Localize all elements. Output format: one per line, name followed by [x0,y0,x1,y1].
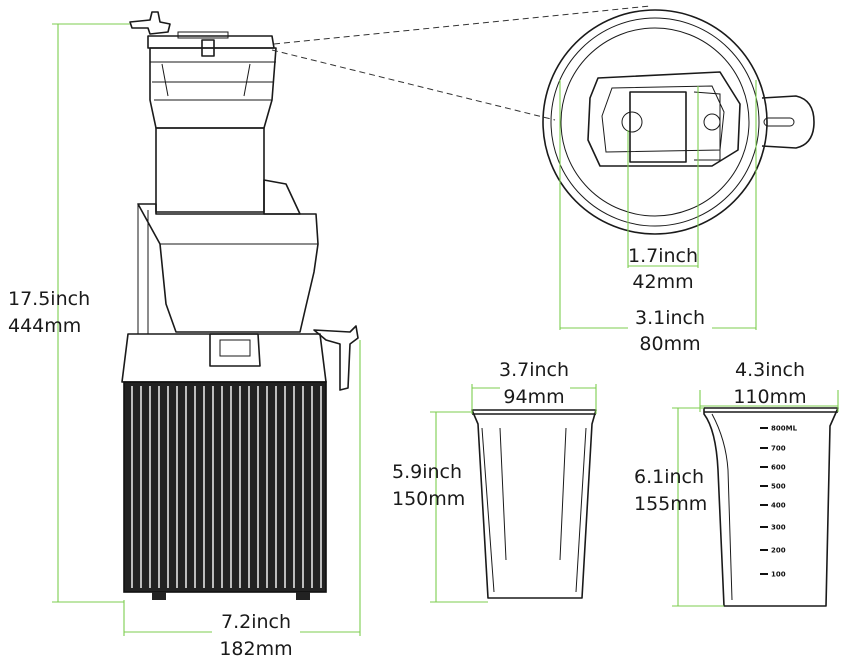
jug-scale-label: 200 [771,547,786,555]
jug-width-metric-label: 110mm [733,386,806,408]
jug-height-metric-label: 155mm [634,493,707,515]
cup-width-metric-label: 94mm [503,386,564,408]
chute-imperial-label: 1.7inch [628,245,698,267]
jug-scale-label: 400 [771,502,786,510]
cup-height-imperial-label: 5.9inch [392,461,462,483]
juicer-drawing [121,11,359,600]
height-imperial-label: 17.5inch [8,288,90,310]
jug-scale-label: 800ML [771,425,798,433]
juice-cup-drawing [471,409,597,599]
lid-metric-label: 80mm [639,333,700,355]
height-metric-label: 444mm [8,315,81,337]
jug-scale-markings: 800ML 700 600 500 400 300 200 100 [760,425,798,579]
cup-height-metric-label: 150mm [392,488,465,510]
base-width-imperial-label: 7.2inch [221,611,291,633]
jug-scale-label: 300 [771,524,786,532]
lid-top-view [542,9,815,235]
jug-scale-label: 700 [771,445,786,453]
detail-leader-lines [271,5,651,121]
dimension-labels: 17.5inch 444mm 7.2inch 182mm 1.7inch 42m… [8,245,807,660]
jug-scale-label: 600 [771,464,786,472]
chute-metric-label: 42mm [632,271,693,293]
base-ribs [131,386,322,588]
jug-width-imperial-label: 4.3inch [735,359,805,381]
jug-scale-label: 500 [771,483,786,491]
lid-imperial-label: 3.1inch [635,307,705,329]
cup-width-imperial-label: 3.7inch [499,359,569,381]
dimension-lines [52,23,839,636]
base-width-metric-label: 182mm [219,638,292,660]
jug-scale-label: 100 [771,571,786,579]
measuring-jug-drawing: 800ML 700 600 500 400 300 200 100 [703,407,839,607]
jug-height-imperial-label: 6.1inch [634,466,704,488]
